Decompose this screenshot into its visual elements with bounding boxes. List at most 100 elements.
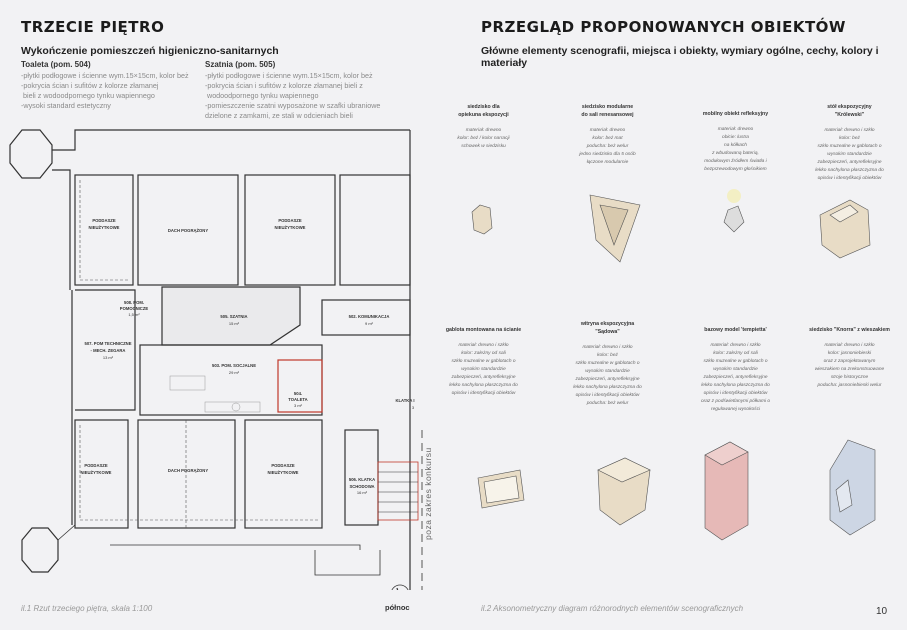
object-title-line: witryna ekspozycyjna [580, 321, 635, 327]
object-title-line: bazowy model 'tempietta' [704, 327, 767, 333]
room-attic-1 [74, 174, 134, 286]
area-504: 3 m² [294, 403, 303, 408]
label-508: 508. POM. [124, 300, 144, 305]
object-desc-line: wysokim standardzie [461, 367, 506, 372]
label-attic-1b: NIEUŻYTKOWE [89, 225, 120, 230]
object-desc-line: szkło muzealne w gablotach o [451, 359, 516, 364]
object-desc-line: kolor: zależny od sali [713, 351, 758, 356]
tower-bottom [21, 527, 59, 573]
object-desc-line: materiał: drewno i szkło [458, 343, 509, 348]
object-desc-line: wieszakiem na zrekonstruowane [814, 367, 885, 372]
object-drawings [471, 189, 876, 541]
object-title-line: stół ekspozycyjny [827, 104, 872, 110]
label-roof-2: DACH POGRĄŻONY [168, 468, 208, 473]
left-caption: il.1 Rzut trzeciego piętra, skala 1:100 [21, 604, 153, 613]
object-title-line: "Sądowa" [595, 329, 620, 335]
object-desc-line: opisów i identyfikacji obiektów [703, 391, 768, 396]
object-desc-line: opisów i identyfikacji obiektów [451, 391, 516, 396]
room-attic-2 [244, 174, 336, 286]
object-card: bazowy model 'tempietta'materiał: drewno… [673, 326, 798, 414]
object-desc-line: szkło muzealne w gablotach o [575, 361, 640, 366]
label-attic-3b: NIEUŻYTKOWE [81, 470, 112, 475]
label-507: 507. POM TECHNICZNE [84, 341, 131, 346]
object-card: siedzisko "Knorra" z wieszakiem materiał:… [787, 326, 907, 390]
drawing-knorr-seat [829, 439, 876, 536]
cloakroom-spec: Szatnia (pom. 505) -płytki podłogowe i ś… [205, 60, 380, 121]
room-502 [321, 299, 411, 336]
area-502: 9 m² [365, 321, 374, 326]
room-attic-4 [244, 419, 323, 529]
object-desc-line: bezprzewodowym głośnikiem [704, 167, 767, 172]
object-desc-line: jedno siedzisko dla 5 osób [579, 152, 636, 157]
north-label: północ [385, 603, 410, 612]
object-card: stół ekspozycyjny"Królewski"materiał: dr… [787, 103, 907, 183]
object-card: mobilny obiekt refleksyjny materiał: drew… [673, 110, 798, 174]
object-title-line: "Królewski" [834, 112, 865, 118]
object-desc-line: wysokim standardzie [713, 367, 758, 372]
label-attic-1: PODDASZE [92, 218, 115, 223]
object-desc-line: zabezpieczeń, antyrefleksyjne [703, 375, 768, 380]
label-505: 505. SZATNIA [220, 314, 247, 319]
label-508b: POMOCNICZE [120, 306, 149, 311]
object-desc-line: opisów i identyfikacji obiektów [575, 393, 640, 398]
object-desc-line: materiał: drewno [589, 128, 626, 133]
object-desc-line: lekko nachylona płaszczyzna do [701, 383, 770, 388]
object-title-line: gablota montowana na ścianie [445, 327, 522, 333]
object-desc-line: łączone modularnie [586, 160, 629, 165]
object-desc-line: szkło muzealne w gablotach o [703, 359, 768, 364]
object-desc-line: opisów i identyfikacji obiektów [817, 176, 882, 181]
object-desc-line: materiał: drewno [717, 127, 754, 132]
label-attic-4: PODDASZE [271, 463, 294, 468]
object-title-line: siedzisko dla [467, 104, 500, 110]
label-504b: TOALETA [288, 397, 307, 402]
object-desc-line: schowek w siedzisku [461, 144, 506, 149]
object-title-line: mobilny obiekt refleksyjny [702, 111, 769, 117]
left-subtitle: Wykończenie pomieszczeń higieniczno-sani… [21, 45, 279, 57]
object-desc-line: z wbudowaną baterią, [712, 151, 759, 156]
object-desc-line: wysokim standardzie [827, 152, 872, 157]
room-roof-2 [137, 419, 236, 529]
object-title: gablota montowana na ścianie [421, 326, 546, 334]
label-506: 506. KLATKA [349, 477, 375, 482]
object-desc-line: zabezpieczeń, antyrefleksyjne [575, 377, 640, 382]
drawing-modular-seat [589, 194, 641, 263]
room-attic-3 [74, 419, 129, 529]
object-desc-line: kolor: beż [597, 353, 618, 358]
object-title: witryna ekspozycyjna "Sądowa" [545, 320, 670, 336]
area-506: 16 m² [357, 490, 368, 495]
object-desc-line: modułowym źródłem światła i [704, 159, 767, 164]
object-desc-line: szkło muzealne w gablotach o [817, 144, 882, 149]
cloakroom-heading: Szatnia (pom. 505) [205, 60, 276, 69]
right-caption: il.2 Aksonometryczny diagram różnorodnyc… [481, 604, 744, 613]
right-subtitle: Główne elementy scenografii, miejsca i o… [481, 45, 879, 69]
object-title-line: siedzisko "Knorra" z wieszakiem [809, 327, 890, 333]
drawing-wall-case [477, 469, 525, 509]
floor-plan: PODDASZE NIEUŻYTKOWE DACH POGRĄŻONY PODD… [9, 129, 433, 590]
object-desc-line: zabezpieczeń, antyrefleksyjne [817, 160, 882, 165]
object-desc-line: poducha: jasnoniebieski welur [817, 383, 882, 388]
label-503: 503. POM. SOCJALNE [212, 363, 256, 368]
object-card: witryna ekspozycyjna "Sądowa" materiał: dr… [545, 320, 670, 408]
object-desc-line: poducha: beż welur [586, 401, 629, 406]
object-desc-line: stroje historyczne [830, 375, 869, 380]
label-roof-1: DACH POGRĄŻONY [168, 228, 208, 233]
object-desc-line: lekko nachylona płaszczyzna do [449, 383, 518, 388]
object-desc-line: kolor: jasnoniebieski [827, 351, 872, 356]
room-504 [277, 359, 323, 413]
north-arrow-icon [391, 584, 409, 590]
object-desc-line: materiał: drewno i szkło [582, 345, 633, 350]
area-508: 1,5 m² [128, 312, 140, 317]
area-507: 13 m² [103, 355, 114, 360]
drawing-guardian-seat [471, 204, 493, 235]
area-503: 29 m² [229, 370, 240, 375]
object-desc-line: regulowanej wysokości [710, 407, 761, 412]
label-attic-4b: NIEUŻYTKOWE [268, 470, 299, 475]
